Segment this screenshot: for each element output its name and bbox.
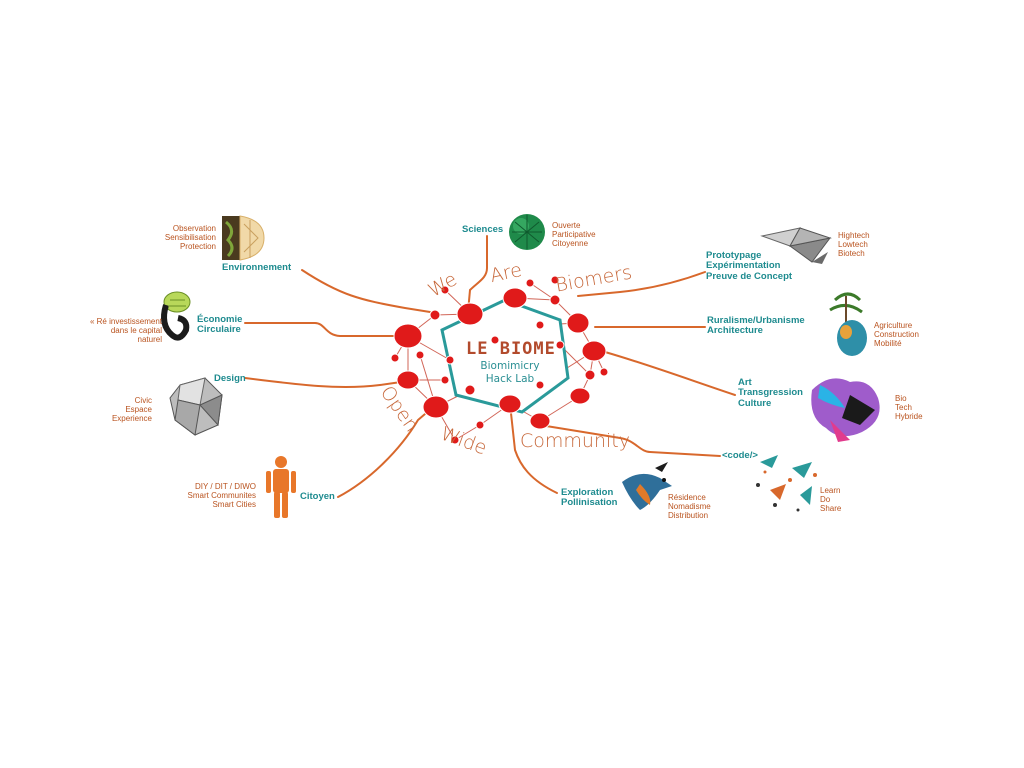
node	[502, 287, 528, 309]
link-art	[604, 351, 736, 396]
center-subtitle-line1: Biomimicry	[480, 360, 540, 372]
polyhedron-icon	[169, 377, 223, 436]
center-subtitle-line2: Hack Lab	[485, 373, 535, 385]
link-sciences	[467, 235, 488, 313]
node	[581, 340, 607, 362]
node	[422, 395, 450, 419]
branch-label-environnement: Environnement	[222, 262, 292, 273]
node	[396, 370, 420, 390]
link-code	[539, 424, 721, 457]
green-sphere-icon	[509, 214, 545, 250]
branch-label-citoyen: Citoyen	[300, 491, 335, 502]
tree-pod-icon	[829, 292, 867, 356]
branch-label-sciences: Sciences	[462, 224, 504, 235]
node	[393, 323, 423, 349]
ring-word-community: Community	[520, 430, 630, 452]
link-citoyen	[337, 407, 433, 498]
branch-label-code: <code/>	[722, 450, 758, 461]
leaf-icon	[222, 215, 265, 261]
paint-splash-icon	[811, 378, 880, 442]
branch-label-design: Design	[214, 373, 246, 384]
human-body-icon	[266, 456, 296, 518]
link-economie	[244, 322, 399, 337]
link-prototypage	[577, 271, 706, 297]
node	[529, 412, 551, 430]
center-title: LE BIOME	[466, 339, 556, 359]
link-exploration	[509, 403, 558, 494]
link-design	[244, 377, 409, 388]
link-environnement	[301, 269, 431, 313]
klein-bottle-icon	[161, 291, 191, 341]
node	[498, 394, 522, 414]
node	[569, 387, 591, 405]
node	[456, 302, 484, 326]
particles-icon	[756, 455, 817, 512]
node	[566, 312, 590, 334]
origami-bird-icon	[760, 227, 832, 264]
kingfisher-icon	[622, 462, 672, 510]
